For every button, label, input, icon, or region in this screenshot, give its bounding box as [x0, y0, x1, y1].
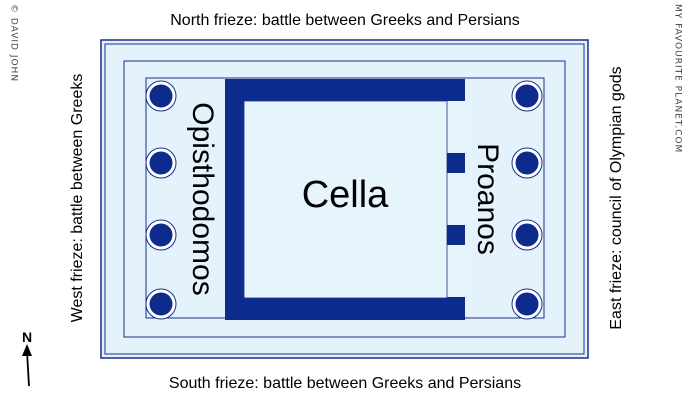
west-column-1	[149, 84, 173, 108]
west-wall	[225, 79, 244, 320]
outer-platform-inner-line	[104, 43, 585, 355]
north-arrow-head	[22, 344, 32, 356]
south-frieze-label: South frieze: battle between Greeks and …	[169, 375, 521, 392]
east-column-3	[515, 223, 539, 247]
east-column-2	[515, 151, 539, 175]
west-column-2	[149, 151, 173, 175]
north-frieze-label: North frieze: battle between Greeks and …	[170, 12, 520, 29]
cella-label: Cella	[302, 174, 389, 216]
east-opening-1	[447, 101, 465, 153]
east-opening-3	[447, 245, 465, 297]
opisthodomos-label: Opisthodomos	[186, 102, 219, 295]
east-column-4	[515, 292, 539, 316]
east-frieze-label: East frieze: council of Olympian gods	[608, 66, 625, 329]
north-wall	[225, 79, 465, 101]
west-column-4	[149, 292, 173, 316]
proanos-label: Proanos	[471, 143, 504, 255]
east-opening-2	[447, 173, 465, 225]
credit-right: MY FAVOURITE PLANET.COM	[673, 4, 683, 153]
credit-left: © DAVID JOHN	[9, 4, 19, 82]
north-label: N	[22, 329, 32, 345]
cella-walls	[225, 79, 465, 320]
west-frieze-label: West frieze: battle between Greeks	[69, 74, 86, 323]
north-arrow-shaft	[26, 351, 30, 387]
north-arrow: N	[22, 329, 32, 387]
columns	[145, 80, 543, 320]
east-column-1	[515, 84, 539, 108]
west-column-3	[149, 223, 173, 247]
south-wall	[225, 298, 465, 320]
cella-room	[243, 100, 448, 299]
